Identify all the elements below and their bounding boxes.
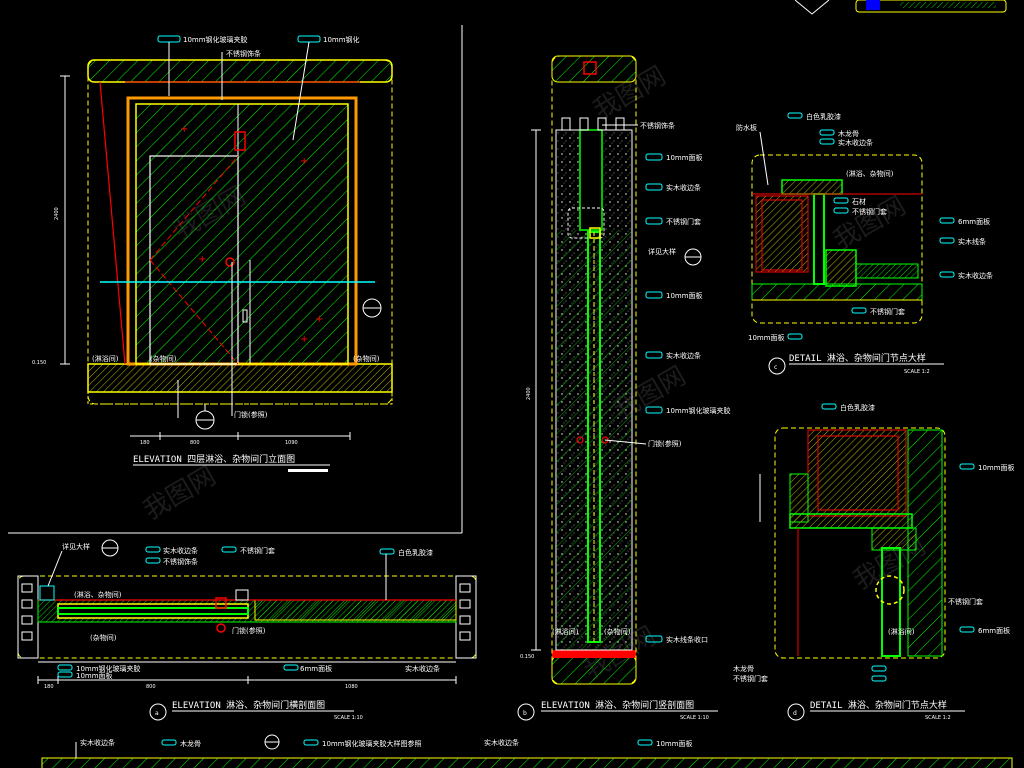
detail-d-drawing xyxy=(759,427,946,721)
label-bottom-2: 木龙骨 xyxy=(180,739,201,748)
label-b-wood: 实木收边条 xyxy=(666,183,701,192)
label-d-frame: 不锈钢门套 xyxy=(948,597,983,606)
svg-text:+: + xyxy=(198,254,206,265)
detail-d-labels: 白色乳胶漆 10mm面板 不锈钢门套 6mm面板 (淋浴间) 木龙骨 不锈钢门套… xyxy=(733,403,1015,721)
section-b-labels: 不锈钢饰条 10mm面板 实木收边条 不锈钢门套 详见大样 10mm面板 实木收… xyxy=(520,121,731,721)
label-b-line: 实木线条收口 xyxy=(666,635,708,644)
label-section-glass: 10mm钢化玻璃夹胶 xyxy=(76,664,141,673)
title-main-elevation: ELEVATION 四层淋浴、杂物间门立面图 xyxy=(133,453,295,465)
dim-a3: 1080 xyxy=(345,684,358,690)
svg-text:+: + xyxy=(300,156,308,167)
label-bottom-4: 实木收边条 xyxy=(484,738,519,747)
label-bottom-5: 10mm面板 xyxy=(656,739,693,748)
label-b-wood-2: 实木收边条 xyxy=(666,351,701,360)
label-storage-room: (杂物间) xyxy=(353,354,380,363)
scale-c: SCALE 1:2 xyxy=(904,369,930,375)
label-wood-edge: 实木收边条 xyxy=(163,546,198,555)
dim-b-height: 2400 xyxy=(526,387,532,400)
label-storage-room-left: (杂物间) xyxy=(150,354,177,363)
title-section-b: ELEVATION 淋浴、杂物间门竖剖面图 xyxy=(541,699,694,711)
label-d-frame-2: 不锈钢门套 xyxy=(733,674,768,683)
level-mark: 0.150 xyxy=(32,360,46,366)
label-section-room: (淋浴、杂物间) xyxy=(74,590,122,599)
dim-a1: 180 xyxy=(44,684,54,690)
bottom-strip: 实木收边条 木龙骨 10mm钢化玻璃夹胶大样图参照 实木收边条 10mm面板 xyxy=(41,734,1013,768)
label-c-6mm: 6mm面板 xyxy=(958,217,990,226)
title-section-a: ELEVATION 淋浴、杂物间门横剖面图 xyxy=(172,699,325,711)
label-steel-trim: 不锈钢饰条 xyxy=(163,557,198,566)
label-b-glass: 10mm钢化玻璃夹胶 xyxy=(666,406,731,415)
watermark-text: 我图网 xyxy=(829,191,912,256)
section-a-labels: 详见大样 实木收边条 不锈钢饰条 不锈钢门套 白色乳胶漆 (淋浴、杂物间) (杂… xyxy=(44,539,440,721)
marker-a: a xyxy=(155,710,159,717)
main-door-elevation: + + + + + xyxy=(60,59,393,440)
label-shower-room: (淋浴间) xyxy=(92,354,119,363)
main-elevation-labels: 10mm钢化玻璃夹胶 10mm钢化 不锈钢饰条 (淋浴间) (杂物间) (杂物间… xyxy=(32,35,380,472)
marker-d: d xyxy=(793,710,797,717)
label-section-lock: 门锁(参照) xyxy=(232,626,266,635)
label-c-room: (淋浴、杂物间) xyxy=(846,169,894,178)
label-trim: 不锈钢饰条 xyxy=(226,49,261,58)
section-a-drawing xyxy=(17,575,477,721)
label-d-6mm: 6mm面板 xyxy=(978,626,1010,635)
label-c-line: 实木线条 xyxy=(958,237,986,246)
svg-text:+: + xyxy=(180,124,188,135)
label-c-keel: 木龙骨 xyxy=(838,129,859,138)
svg-text:+: + xyxy=(300,334,308,345)
scale-a: SCALE 1:10 xyxy=(334,715,363,721)
label-section-panel: 10mm面板 xyxy=(76,671,113,680)
watermark-text: 我图网 xyxy=(139,461,222,526)
marker-c: c xyxy=(774,364,777,371)
sheet-frame-lines xyxy=(8,25,463,534)
dim-h3: 1090 xyxy=(285,440,298,446)
title-detail-c: DETAIL 淋浴、杂物间门节点大样 xyxy=(789,352,926,364)
section-b-drawing xyxy=(517,55,637,721)
label-glass: 10mm钢化玻璃夹胶 xyxy=(183,35,248,44)
label-b-shower: (淋浴间) xyxy=(552,627,579,636)
label-c-frame-2: 不锈钢门套 xyxy=(870,307,905,316)
label-d-paint: 白色乳胶漆 xyxy=(840,403,875,412)
label-b-frame: 不锈钢门套 xyxy=(666,217,701,226)
label-steel-frame: 不锈钢门套 xyxy=(240,546,275,555)
label-d-keel: 木龙骨 xyxy=(733,664,754,673)
dim-a2: 800 xyxy=(146,684,156,690)
scale-b: SCALE 1:10 xyxy=(680,715,709,721)
label-c-wood-2: 实木收边条 xyxy=(958,271,993,280)
label-b-storage: (杂物间) xyxy=(604,627,631,636)
label-b-panel-2: 10mm面板 xyxy=(666,291,703,300)
svg-text:+: + xyxy=(315,314,323,325)
level-mark-b: 0.150 xyxy=(520,654,534,660)
label-c-stone: 石材 xyxy=(852,197,866,206)
dim-height: 2400 xyxy=(54,207,60,220)
label-bottom-3: 10mm钢化玻璃夹胶大样图参照 xyxy=(322,739,422,748)
title-detail-d: DETAIL 淋浴、杂物间门节点大样 xyxy=(810,699,947,711)
label-section-6mm: 6mm面板 xyxy=(300,664,332,673)
dim-h2: 800 xyxy=(190,440,200,446)
label-b-lock: 门锁(参照) xyxy=(648,439,682,448)
label-c-frame: 不锈钢门套 xyxy=(852,207,887,216)
label-lock: 门锁(参照) xyxy=(234,410,268,419)
label-d-room: (淋浴间) xyxy=(888,627,915,636)
detail-c-labels: 防水板 白色乳胶漆 木龙骨 实木收边条 (淋浴、杂物间) 石材 不锈钢门套 6m… xyxy=(736,112,993,375)
scale-d: SCALE 1:2 xyxy=(925,715,951,721)
dim-h1: 180 xyxy=(140,440,150,446)
label-c-wood: 实木收边条 xyxy=(838,138,873,147)
label-section-wood-edge: 实木收边条 xyxy=(405,664,440,673)
label-d-panel: 10mm面板 xyxy=(978,463,1015,472)
detail-c-drawing xyxy=(751,154,923,375)
label-c-paint: 白色乳胶漆 xyxy=(806,112,841,121)
label-bottom-1: 实木收边条 xyxy=(80,738,115,747)
label-c-panel: 10mm面板 xyxy=(748,333,785,342)
label-see-detail: 详见大样 xyxy=(62,542,90,551)
top-right-fragments xyxy=(794,0,1007,15)
label-section-storage: (杂物间) xyxy=(90,633,117,642)
label-c-board: 防水板 xyxy=(736,123,757,132)
label-latex-paint: 白色乳胶漆 xyxy=(398,548,433,557)
label-b-panel: 10mm面板 xyxy=(666,153,703,162)
label-b-trim: 不锈钢饰条 xyxy=(640,121,675,130)
label-glass-short: 10mm钢化 xyxy=(323,35,360,44)
label-b-see-detail: 详见大样 xyxy=(648,247,676,256)
marker-b: b xyxy=(523,710,527,717)
